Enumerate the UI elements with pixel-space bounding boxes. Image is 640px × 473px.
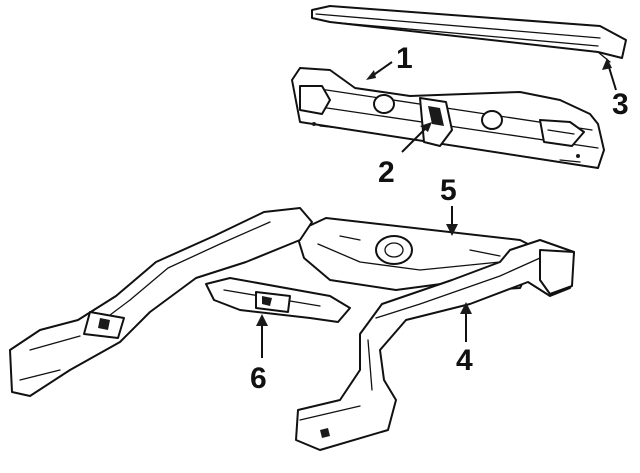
part-crossmember (205, 277, 351, 323)
part-right-rear-rail (295, 239, 575, 451)
callout-2: 2 (378, 156, 395, 189)
callout-3: 3 (612, 88, 629, 121)
part-left-rear-rail (9, 207, 313, 397)
part-upper-rail (311, 5, 627, 63)
callout-6: 6 (250, 362, 267, 395)
callout-1: 1 (396, 42, 413, 75)
part-rear-body-panel (291, 67, 605, 169)
callout-leaders (256, 58, 617, 358)
callout-4: 4 (456, 344, 473, 377)
callout-5: 5 (440, 174, 457, 207)
